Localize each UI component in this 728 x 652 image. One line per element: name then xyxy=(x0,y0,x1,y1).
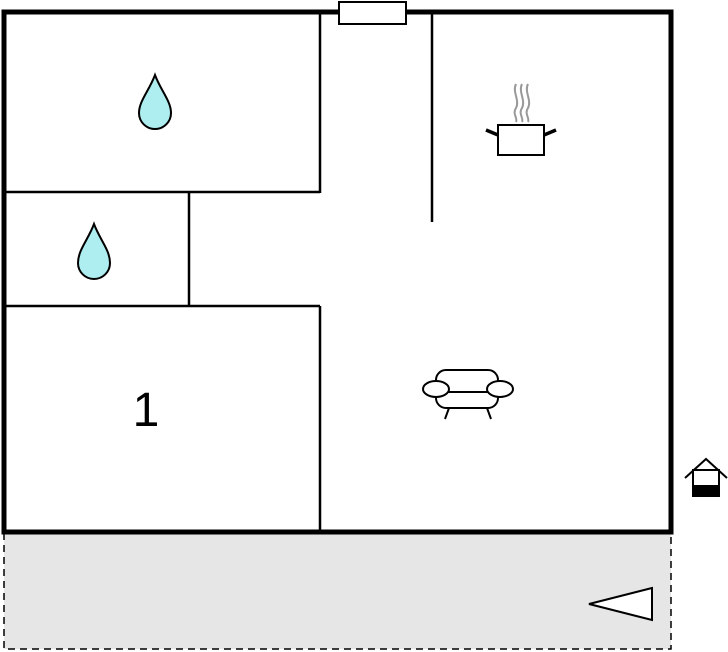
outer-walls xyxy=(1,9,674,535)
direction-arrow-icon xyxy=(588,586,653,622)
water-drop-icon xyxy=(76,221,112,280)
window xyxy=(338,1,407,25)
cooking-pot-icon xyxy=(485,83,557,156)
terrace-area xyxy=(3,531,672,650)
interior-walls xyxy=(4,12,434,532)
room-number-label: 1 xyxy=(133,384,160,437)
water-drop-icon xyxy=(137,72,173,130)
sofa-icon xyxy=(422,369,514,420)
entrance-house-icon xyxy=(684,457,728,497)
